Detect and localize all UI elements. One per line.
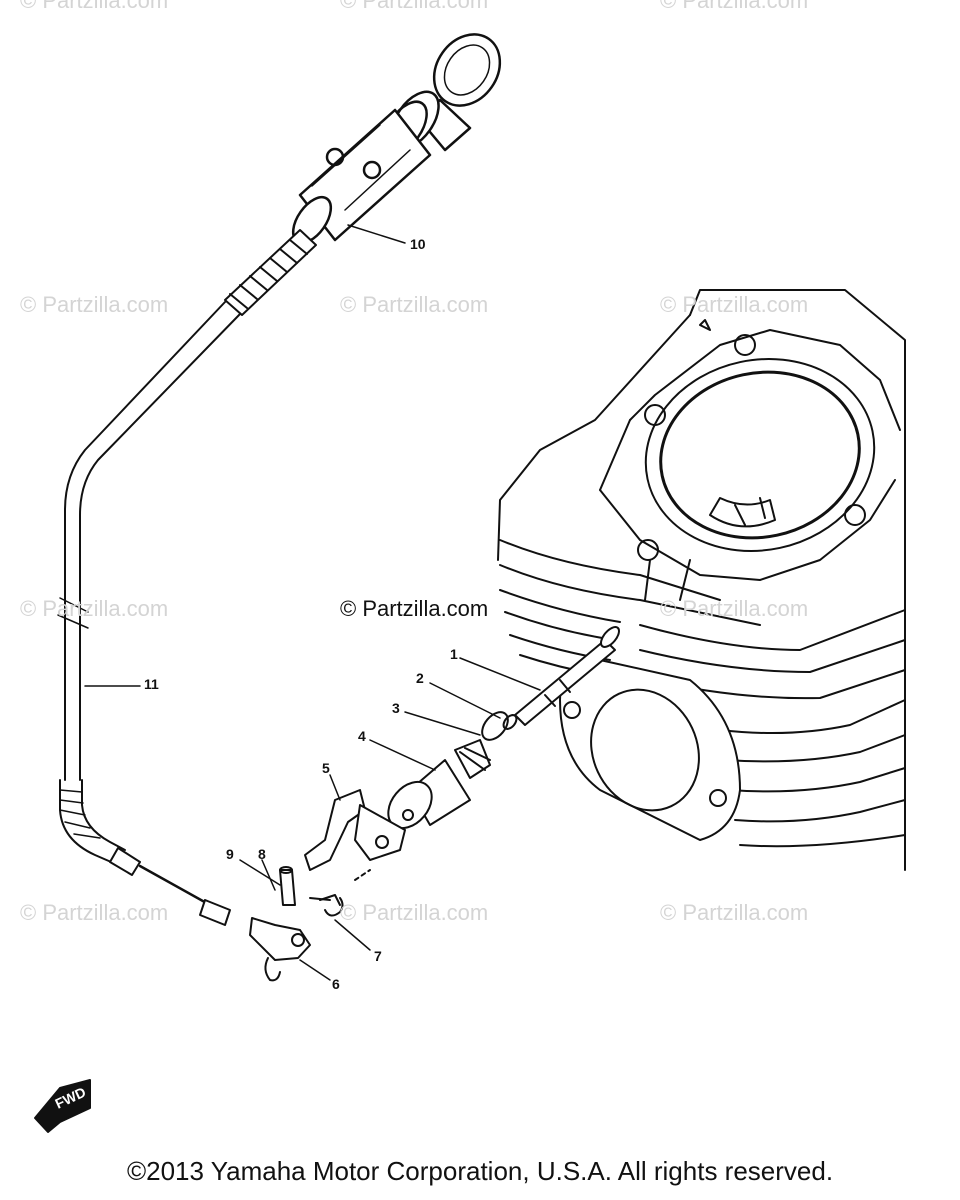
choke-cable-thread bbox=[224, 229, 317, 316]
fwd-arrow-icon bbox=[34, 1079, 91, 1133]
callout-4: 4 bbox=[358, 728, 366, 744]
watermark: © Partzilla.com bbox=[20, 596, 169, 621]
callout-2: 2 bbox=[416, 670, 424, 686]
part-4-plunger-nut bbox=[387, 739, 491, 830]
callout-10: 10 bbox=[410, 236, 426, 252]
callout-7: 7 bbox=[374, 948, 382, 964]
watermark: © Partzilla.com bbox=[20, 292, 169, 317]
choke-knob bbox=[291, 33, 502, 245]
leader-lines bbox=[84, 224, 541, 981]
watermark: © Partzilla.com bbox=[340, 596, 489, 621]
callout-9: 9 bbox=[226, 846, 234, 862]
copyright-notice: ©2013 Yamaha Motor Corporation, U.S.A. A… bbox=[126, 1156, 834, 1186]
choke-cable bbox=[57, 301, 241, 926]
part-2-3-washers bbox=[481, 711, 518, 741]
part-1-plunger-rod bbox=[514, 626, 620, 726]
callout-11: 11 bbox=[144, 676, 159, 692]
watermark: © Partzilla.com bbox=[340, 0, 489, 13]
callout-6: 6 bbox=[332, 976, 340, 992]
watermark: © Partzilla.com bbox=[660, 900, 809, 925]
callout-3: 3 bbox=[392, 700, 400, 716]
part-7-clip bbox=[309, 894, 344, 917]
callout-5: 5 bbox=[322, 760, 330, 776]
watermark: © Partzilla.com bbox=[340, 292, 489, 317]
part-6-cable-holder bbox=[249, 917, 311, 982]
watermark: © Partzilla.com bbox=[20, 900, 169, 925]
callout-8: 8 bbox=[258, 846, 266, 862]
watermark: © Partzilla.com bbox=[20, 0, 169, 13]
watermark: © Partzilla.com bbox=[660, 596, 809, 621]
watermark: © Partzilla.com bbox=[660, 292, 809, 317]
engine-cylinder bbox=[497, 289, 906, 871]
callout-1: 1 bbox=[450, 646, 458, 662]
part-5-lever-bracket bbox=[304, 789, 406, 881]
watermark: © Partzilla.com bbox=[660, 0, 809, 13]
watermark: © Partzilla.com bbox=[340, 900, 489, 925]
part-8-9-pin bbox=[279, 866, 296, 906]
